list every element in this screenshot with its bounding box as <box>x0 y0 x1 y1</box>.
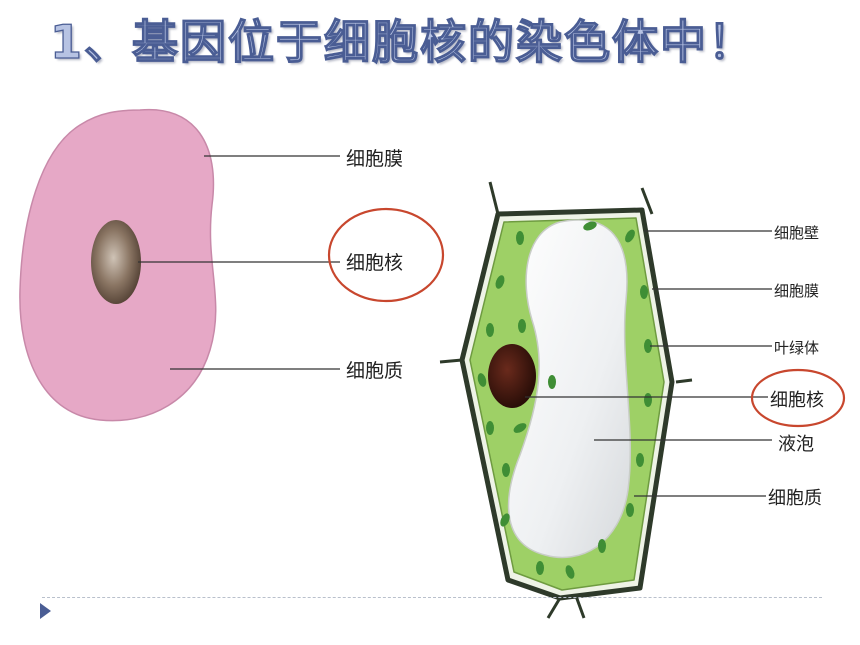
chloroplast <box>626 503 634 517</box>
label-plant-membrane: 细胞膜 <box>774 282 820 300</box>
chloroplast <box>495 275 505 289</box>
chloroplast <box>644 393 652 407</box>
label-animal-membrane: 细胞膜 <box>346 148 404 170</box>
label-plant-wall: 细胞壁 <box>774 224 820 242</box>
animal-nucleus-highlight <box>327 207 445 303</box>
label-plant-vacuole: 液泡 <box>778 434 814 455</box>
chloroplast <box>502 463 510 477</box>
chloroplast <box>518 319 526 333</box>
chloroplast <box>583 221 597 231</box>
chloroplast <box>486 421 494 435</box>
chloroplast <box>598 539 606 553</box>
chloroplast <box>513 423 527 433</box>
chloroplast <box>636 453 644 467</box>
page-title: 1、基因位于细胞核的染色体中！ <box>49 14 757 69</box>
plant-cell <box>439 181 846 619</box>
chloroplast <box>500 513 510 527</box>
label-plant-nucleus: 细胞核 <box>770 390 824 411</box>
plant-nucleus <box>488 344 536 408</box>
animal-cell <box>19 108 445 422</box>
animal-nucleus <box>91 220 141 304</box>
label-plant-cytoplasm: 细胞质 <box>768 488 822 509</box>
neighbor-walls <box>439 181 693 619</box>
label-animal-nucleus: 细胞核 <box>346 252 404 274</box>
label-plant-chloroplast: 叶绿体 <box>774 339 820 357</box>
chloroplast <box>625 229 635 243</box>
chloroplast <box>536 561 544 575</box>
plant-nucleus-highlight <box>750 368 846 428</box>
chloroplasts <box>477 221 652 579</box>
chloroplast <box>516 231 524 245</box>
chloroplast <box>486 323 494 337</box>
chloroplast <box>565 565 575 579</box>
chloroplast <box>548 375 556 389</box>
chloroplast <box>477 373 487 387</box>
plant-vacuole <box>507 219 632 559</box>
label-animal-cytoplasm: 细胞质 <box>346 360 404 382</box>
next-arrow-icon[interactable] <box>40 603 51 619</box>
chloroplast <box>640 285 648 299</box>
chloroplast <box>644 339 652 353</box>
footer-divider <box>42 597 822 598</box>
